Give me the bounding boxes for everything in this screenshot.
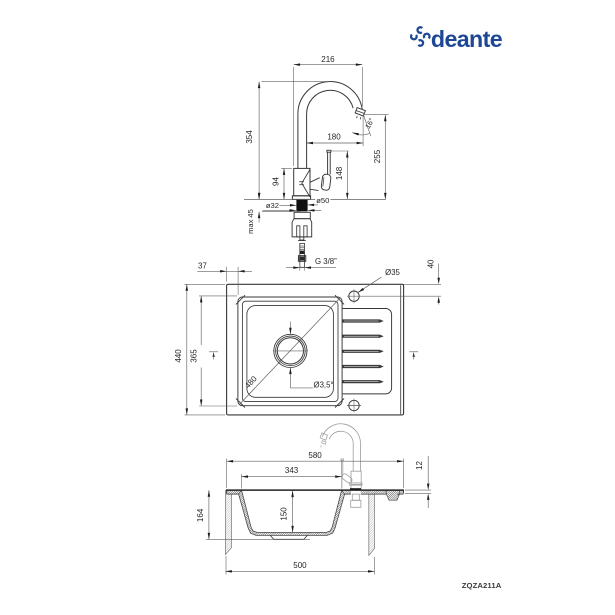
- svg-text:12: 12: [415, 461, 424, 470]
- svg-text:580: 580: [308, 451, 322, 460]
- svg-text:150: 150: [280, 507, 289, 521]
- svg-text:40: 40: [427, 259, 436, 268]
- svg-text:180: 180: [327, 132, 341, 141]
- svg-text:94: 94: [272, 177, 281, 186]
- svg-text:ø32: ø32: [266, 201, 279, 210]
- svg-text:354: 354: [245, 130, 254, 144]
- svg-text:Ø3,5°: Ø3,5°: [314, 381, 334, 390]
- svg-text:ø50: ø50: [316, 196, 329, 205]
- svg-text:deante: deante: [431, 26, 503, 52]
- svg-text:216: 216: [321, 55, 335, 64]
- svg-text:max 45: max 45: [246, 209, 255, 234]
- svg-text:255: 255: [373, 149, 382, 163]
- svg-text:ZQZA211A: ZQZA211A: [462, 581, 502, 590]
- svg-text:37: 37: [198, 261, 207, 270]
- svg-text:365: 365: [190, 349, 199, 363]
- svg-text:G 3/8”: G 3/8”: [315, 257, 337, 266]
- svg-text:164: 164: [196, 508, 205, 522]
- svg-text:343: 343: [285, 466, 299, 475]
- svg-text:440: 440: [174, 349, 183, 363]
- svg-text:Ø35: Ø35: [385, 268, 400, 277]
- svg-text:148: 148: [335, 166, 344, 180]
- svg-text:500: 500: [293, 561, 307, 570]
